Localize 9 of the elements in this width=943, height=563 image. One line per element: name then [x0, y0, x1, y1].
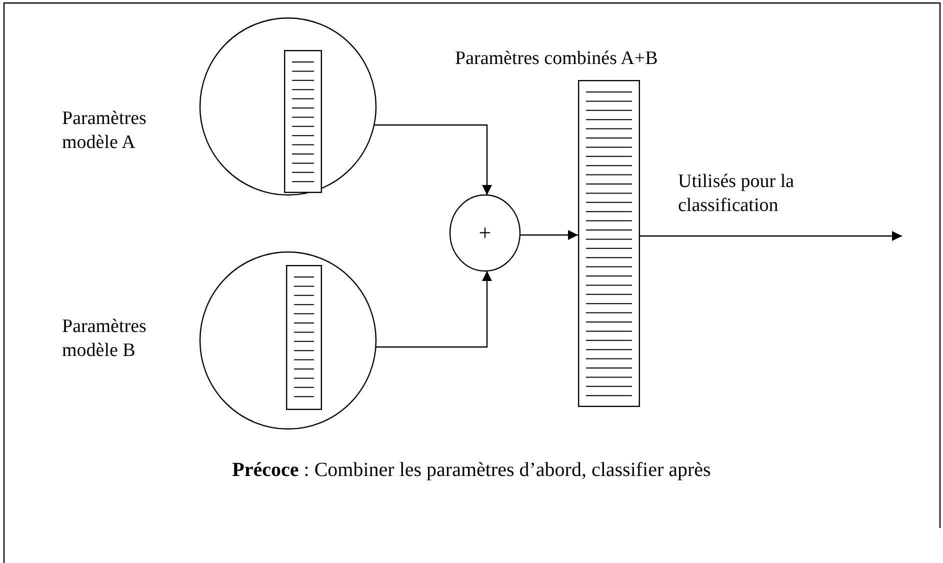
arrow: [520, 230, 578, 240]
arrow: [374, 124, 492, 196]
node-label: Paramètres modèle A: [62, 107, 148, 155]
arrow: [640, 231, 902, 241]
node-label: Paramètres combinés A+B: [455, 47, 659, 71]
caption: Précoce : Combiner les paramètres d’abord, classifier après: [231, 458, 712, 482]
arrow: [376, 270, 492, 348]
node-label: Paramètres modèle B: [62, 315, 148, 363]
plus-sign: +: [478, 221, 492, 245]
